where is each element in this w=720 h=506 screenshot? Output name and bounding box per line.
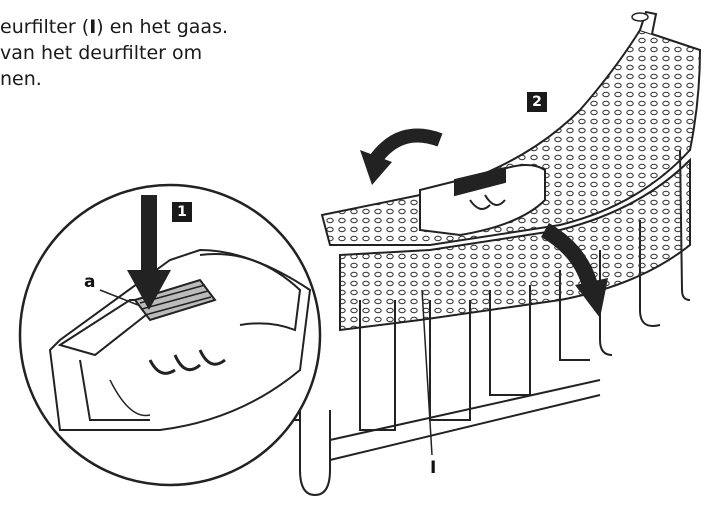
instruction-line-2: van het deurfilter om	[0, 42, 203, 64]
detail-magnifier	[18, 183, 322, 487]
label-filter: I	[430, 458, 437, 478]
push-arrow-icon	[141, 195, 157, 273]
fold-down-arrow-icon	[540, 223, 608, 318]
leader-line-filter	[421, 289, 433, 456]
instruction-line-1: eurfilter (I) en het gaas.	[0, 16, 229, 38]
filter-mesh-upper	[320, 10, 702, 246]
label-a: a	[84, 272, 96, 292]
filter-latch	[419, 164, 546, 237]
instruction-line-3: nen.	[0, 68, 42, 90]
step-badge-2: 2	[527, 92, 547, 112]
instruction-text: eurfilter (I) en het gaas. van het deurf…	[0, 14, 300, 92]
step-badge-1: 1	[172, 202, 192, 222]
rotate-arrow-icon	[360, 128, 443, 185]
leader-line-a	[99, 289, 139, 306]
